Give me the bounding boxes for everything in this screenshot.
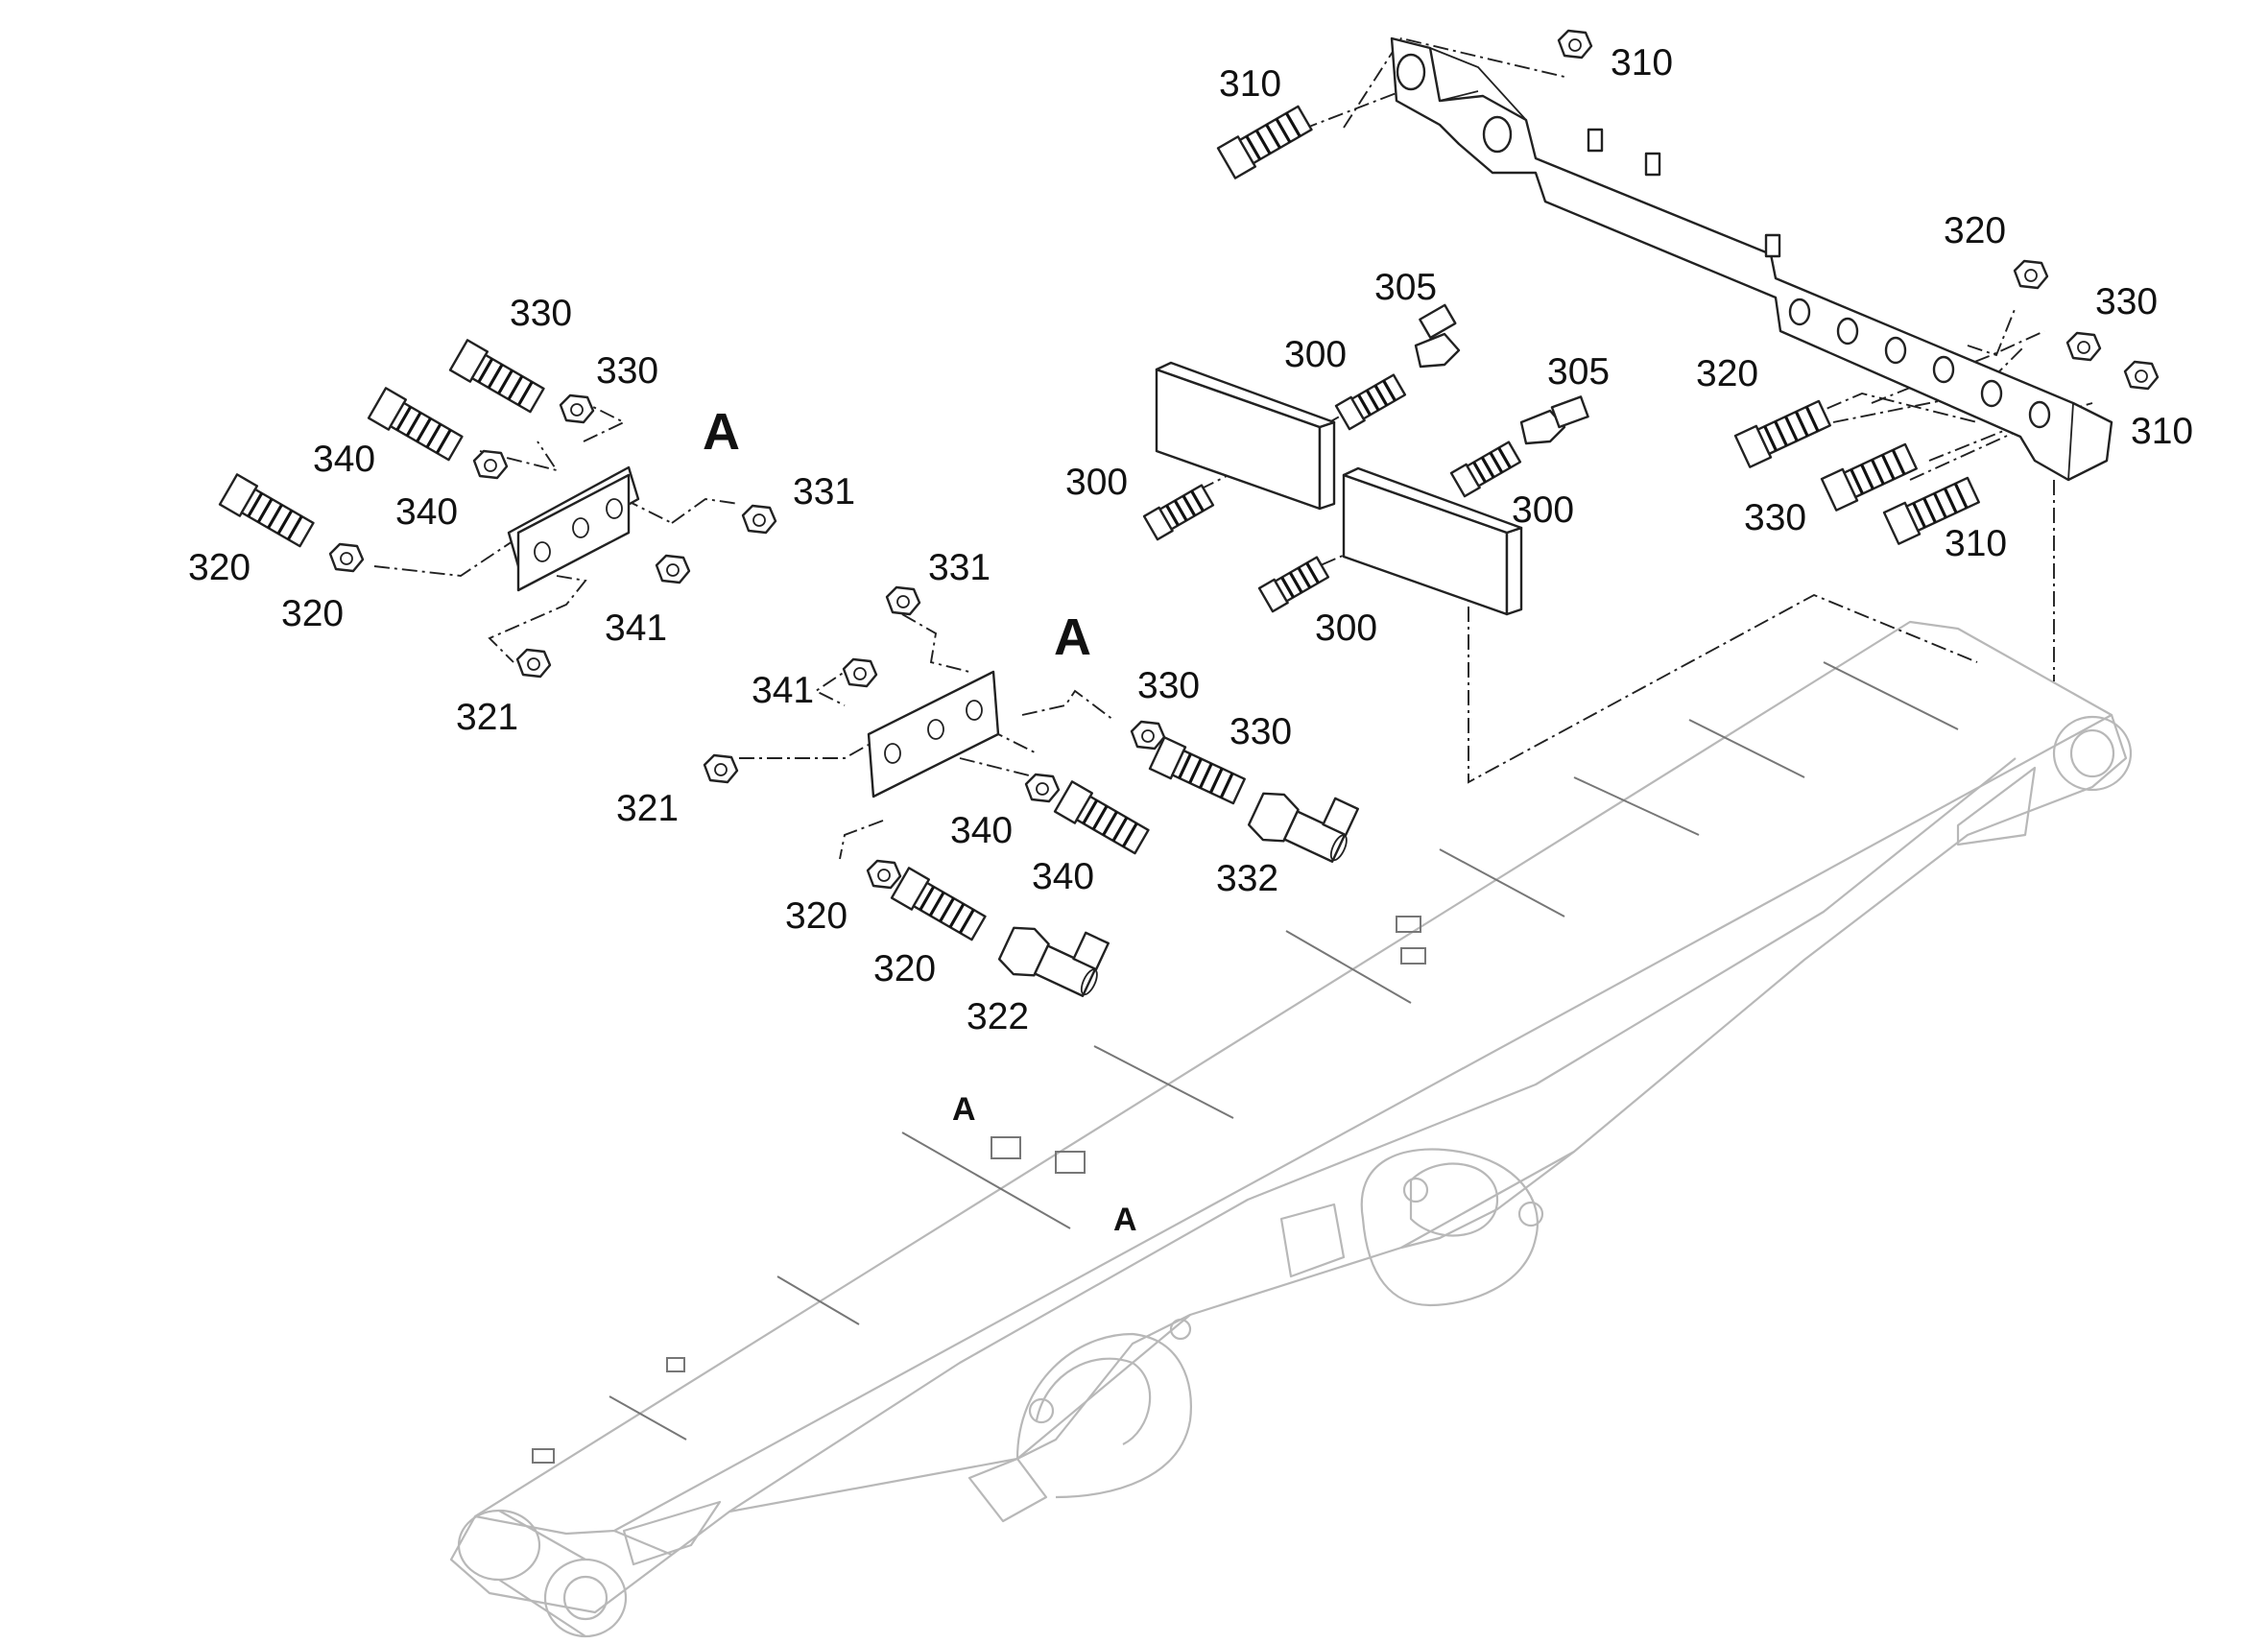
- top-bracket: [1390, 36, 2113, 482]
- callout-341: 341: [752, 670, 814, 711]
- callout-322: 322: [967, 996, 1029, 1037]
- detail-a-label: A: [952, 1091, 976, 1128]
- detail-a-plate-left: [507, 465, 640, 592]
- manifold-block-lower: [1342, 466, 1523, 616]
- nut-341-center: [842, 657, 878, 688]
- callout-330: 330: [1137, 665, 1200, 706]
- callout-300: 300: [1315, 608, 1377, 649]
- callout-331: 331: [928, 547, 991, 588]
- nut-331-left: [741, 504, 777, 535]
- adapter-300-upper-left: [1142, 484, 1215, 541]
- callout-305: 305: [1374, 267, 1437, 308]
- callout-305: 305: [1547, 351, 1610, 393]
- bolt-330-left: [448, 339, 545, 414]
- fitting-group: [218, 29, 2160, 997]
- bolt-310-right: [1882, 476, 1980, 545]
- callout-320: 320: [873, 948, 936, 989]
- bolt-330-center: [1148, 736, 1246, 805]
- callout-320: 320: [785, 895, 848, 937]
- callout-320: 320: [188, 547, 251, 588]
- nut-340-left: [472, 449, 509, 480]
- tee-322: [997, 926, 1110, 997]
- callout-300: 300: [1284, 334, 1347, 375]
- callout-321: 321: [456, 697, 518, 738]
- callout-330: 330: [2095, 281, 2158, 322]
- nut-310-top: [1557, 29, 1593, 60]
- callout-330: 330: [1744, 497, 1806, 538]
- nut-330-right: [2065, 331, 2102, 362]
- nut-320-left: [328, 542, 365, 573]
- callout-330: 330: [596, 350, 658, 392]
- callout-340: 340: [950, 810, 1013, 851]
- detail-a-label: A: [703, 403, 740, 461]
- nut-330-left: [559, 393, 595, 424]
- callout-labels: 310 310 320 330 305 300 305 320 310 300 …: [188, 42, 2193, 1238]
- adapter-300-lower-left: [1257, 556, 1330, 613]
- elbow-305-upper: [1414, 303, 1461, 369]
- callout-300: 300: [1065, 462, 1128, 503]
- boom-assembly: [449, 620, 2133, 1638]
- detail-a-label: A: [1054, 608, 1091, 666]
- detail-a-plate-center: [867, 670, 1000, 798]
- bolt-320-center: [890, 867, 987, 941]
- callout-340: 340: [313, 439, 375, 480]
- bolt-320-right: [1733, 399, 1831, 468]
- callout-310: 310: [1219, 63, 1281, 105]
- bolt-330-right: [1820, 442, 1918, 512]
- nut-331-center: [885, 585, 921, 616]
- callout-331: 331: [793, 471, 855, 512]
- elbow-305-lower: [1519, 395, 1589, 445]
- callout-340: 340: [1032, 856, 1094, 897]
- callout-300: 300: [1512, 489, 1574, 531]
- callout-310: 310: [2131, 411, 2193, 452]
- tee-332: [1247, 792, 1359, 863]
- adapter-300-upper-right: [1334, 373, 1407, 431]
- callout-310: 310: [1945, 523, 2007, 564]
- nut-341-left: [655, 554, 691, 584]
- callout-341: 341: [605, 608, 667, 649]
- bolt-340-left: [367, 387, 464, 462]
- detail-a-label: A: [1113, 1202, 1137, 1238]
- callout-321: 321: [616, 788, 679, 829]
- callout-310: 310: [1611, 42, 1673, 83]
- bolt-310-top: [1216, 105, 1313, 179]
- nut-310-right: [2123, 360, 2160, 391]
- manifold-block-upper: [1155, 361, 1336, 511]
- nut-330-center: [1130, 720, 1166, 751]
- callout-340: 340: [395, 491, 458, 533]
- adapter-300-lower-right: [1449, 441, 1522, 498]
- callout-320: 320: [1696, 353, 1758, 394]
- callout-330: 330: [1229, 711, 1292, 752]
- callout-330: 330: [510, 293, 572, 334]
- nut-320-right: [2013, 259, 2049, 290]
- nut-321-center: [703, 753, 739, 784]
- bolt-340-center: [1053, 780, 1150, 855]
- callout-320: 320: [1944, 210, 2006, 251]
- callout-332: 332: [1216, 858, 1278, 899]
- nut-321-left: [515, 648, 552, 679]
- callout-320: 320: [281, 593, 344, 634]
- bolt-320-left: [218, 473, 315, 548]
- nut-320-center: [866, 859, 902, 890]
- nut-340-center: [1024, 773, 1061, 803]
